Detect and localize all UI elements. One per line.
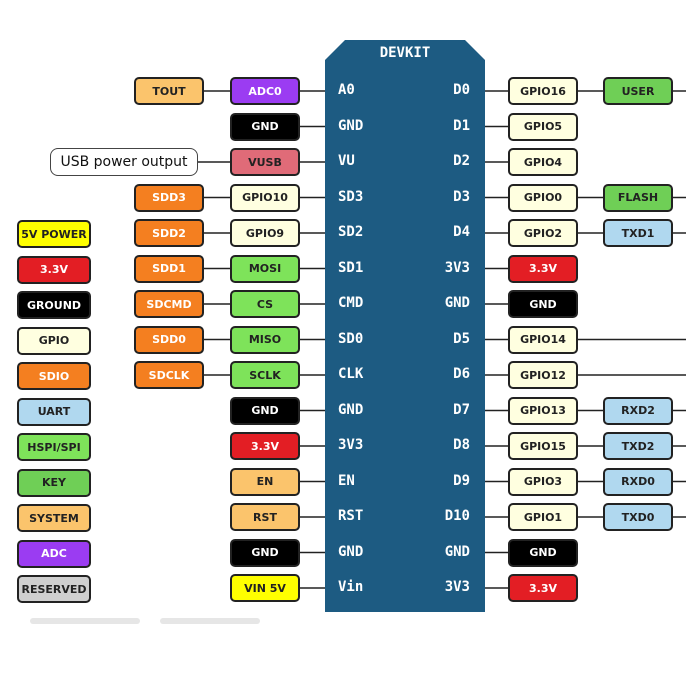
board-pin-right: D3: [453, 188, 470, 205]
right-pin-function-tag: GPIO5: [508, 112, 578, 141]
left-pin-function-tag: MOSI: [230, 254, 300, 283]
blurred-footer-text: [160, 618, 260, 624]
board-pin-right: D9: [453, 472, 470, 489]
board-pin-left: GND: [338, 543, 364, 560]
board-pin-right: D1: [453, 117, 470, 134]
blurred-footer-text: [30, 618, 140, 624]
right-alt-function-tag: TXD1: [603, 219, 673, 247]
right-alt-function-tag: RXD2: [603, 396, 673, 425]
board-pin-right: D4: [453, 224, 470, 240]
board-pin-left: VU: [338, 153, 355, 169]
board-pin-right: 3V3: [444, 579, 470, 595]
legend-swatch: KEY: [17, 468, 91, 497]
left-pin-function-tag: GND: [230, 112, 300, 141]
board-pin-left: RST: [338, 508, 364, 524]
board-pin-right: GND: [444, 295, 470, 311]
board-pin-right: 3V3: [444, 259, 470, 276]
left-alt-function-tag: SDD1: [134, 254, 204, 283]
board-outline: [325, 40, 485, 612]
board-pin-left: GND: [338, 117, 364, 134]
board-pin-left: EN: [338, 472, 355, 489]
legend-swatch: GPIO: [17, 326, 91, 355]
left-pin-function-tag: CS: [230, 290, 300, 318]
left-pin-function-tag: RST: [230, 503, 300, 531]
right-alt-function-tag: RXD0: [603, 467, 673, 496]
board-pin-left: SD2: [338, 224, 364, 240]
right-pin-function-tag: GPIO15: [508, 432, 578, 460]
board-pin-left: Vin: [338, 579, 364, 595]
board-pin-left: SD3: [338, 188, 364, 205]
right-pin-function-tag: GPIO16: [508, 77, 578, 105]
right-pin-function-tag: GPIO12: [508, 361, 578, 389]
right-pin-function-tag: GPIO4: [508, 148, 578, 176]
right-pin-function-tag: GPIO3: [508, 467, 578, 496]
board-pin-right: D0: [453, 82, 470, 98]
right-pin-function-tag: GND: [508, 290, 578, 318]
left-pin-function-tag: ADC0: [230, 77, 300, 105]
left-pin-function-tag: 3.3V: [230, 432, 300, 460]
board-pin-right: GND: [444, 543, 470, 560]
legend-swatch: ADC: [17, 539, 91, 568]
left-alt-function-tag: SDCLK: [134, 361, 204, 389]
left-alt-function-tag: SDD2: [134, 219, 204, 247]
left-alt-function-tag: SDD3: [134, 183, 204, 212]
board-pin-right: D2: [453, 153, 470, 169]
legend-swatch: UART: [17, 397, 91, 426]
right-pin-function-tag: GPIO0: [508, 183, 578, 212]
right-alt-function-tag: TXD0: [603, 503, 673, 531]
board-pin-left: GND: [338, 401, 364, 418]
board-pin-right: D8: [453, 437, 470, 453]
left-pin-function-tag: VIN 5V: [230, 574, 300, 602]
board-pin-left: CLK: [338, 366, 364, 382]
left-pin-function-tag: MISO: [230, 325, 300, 354]
board-title: DEVKIT: [379, 45, 431, 61]
left-alt-function-tag: SDD0: [134, 325, 204, 354]
right-alt-function-tag: FLASH: [603, 183, 673, 212]
board-pin-left: SD0: [338, 330, 364, 347]
legend-swatch: RESERVED: [17, 575, 91, 603]
right-pin-function-tag: GPIO13: [508, 396, 578, 425]
left-alt-function-tag: SDCMD: [134, 290, 204, 318]
legend-swatch: SDIO: [17, 362, 91, 390]
left-pin-function-tag: GPIO10: [230, 183, 300, 212]
right-pin-function-tag: GPIO1: [508, 503, 578, 531]
right-alt-function-tag: TXD2: [603, 432, 673, 460]
right-alt-function-tag: USER: [603, 77, 673, 105]
right-pin-function-tag: GND: [508, 538, 578, 567]
right-pin-function-tag: GPIO14: [508, 325, 578, 354]
board-pin-left: A0: [338, 82, 355, 98]
board-pin-right: D10: [444, 508, 470, 524]
left-pin-function-tag: VUSB: [230, 148, 300, 176]
board-pin-left: CMD: [338, 295, 364, 311]
left-pin-function-tag: GND: [230, 538, 300, 567]
right-pin-function-tag: 3.3V: [508, 574, 578, 602]
left-pin-function-tag: EN: [230, 467, 300, 496]
board-pin-right: D6: [453, 366, 470, 382]
board-pin-left: SD1: [338, 259, 364, 276]
board-pin-right: D7: [453, 401, 470, 418]
legend-swatch: HSPI/SPI: [17, 433, 91, 461]
board-pin-left: 3V3: [338, 437, 364, 453]
board-pin-right: D5: [453, 330, 470, 347]
right-pin-function-tag: 3.3V: [508, 254, 578, 283]
left-pin-function-tag: SCLK: [230, 361, 300, 389]
legend-swatch: 5V POWER: [17, 220, 91, 248]
legend-swatch: SYSTEM: [17, 504, 91, 532]
legend-swatch: 3.3V: [17, 255, 91, 284]
right-pin-function-tag: GPIO2: [508, 219, 578, 247]
usb-power-callout: USB power output: [50, 148, 198, 176]
left-alt-function-tag: TOUT: [134, 77, 204, 105]
legend-swatch: GROUND: [17, 291, 91, 319]
left-pin-function-tag: GND: [230, 396, 300, 425]
left-pin-function-tag: GPIO9: [230, 219, 300, 247]
